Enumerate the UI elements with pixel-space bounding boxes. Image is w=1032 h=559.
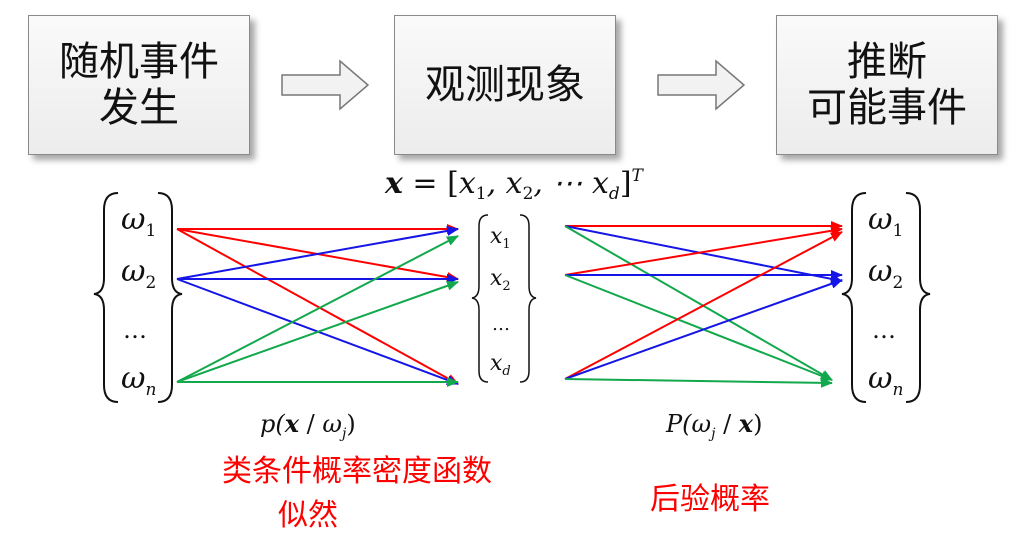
left-set-item: ωn <box>121 361 156 400</box>
middle-set-item: x1 <box>490 224 511 252</box>
middle-set: x1 x2 … xd <box>471 214 537 383</box>
right-set-item: ωn <box>868 361 903 400</box>
step-box-random-event-line1: 随机事件 <box>59 39 219 85</box>
left-set: ω1 ω2 … ωn <box>93 192 183 403</box>
middle-set-open-brace <box>471 214 489 383</box>
right-set-item: ω1 <box>868 202 903 241</box>
arrow-blue-w2-x1 <box>176 226 459 280</box>
left-set-item: ω1 <box>121 202 156 241</box>
arrow-green-x2-wn <box>564 274 833 381</box>
arrow-red-x2-w1 <box>564 225 843 276</box>
right-set-item: … <box>872 316 896 344</box>
middle-set-item: x2 <box>490 266 511 294</box>
step-box-infer: 推断 可能事件 <box>776 15 998 155</box>
posterior-formula: P(ωj / x) <box>665 409 762 442</box>
posterior-probability-label: 后验概率 <box>650 482 770 517</box>
right-set-open-brace <box>841 192 867 403</box>
step-box-observe: 观测现象 <box>394 15 616 155</box>
arrow-red-xd-w1 <box>564 231 843 380</box>
right-set: ω1 ω2 … ωn <box>841 192 931 403</box>
arrow-green-wn-x2 <box>176 280 459 383</box>
likelihood-formula: p(x / ωj) <box>260 409 356 442</box>
arrow-green-xd-wn <box>564 377 833 388</box>
step-box-infer-line1: 推断 <box>847 39 927 85</box>
left-set-close-brace <box>157 192 183 403</box>
vector-definition: x = [x1, x2, ⋯ xd]T <box>384 166 645 204</box>
step-box-infer-line2: 可能事件 <box>807 85 967 131</box>
vector-lhs: x <box>384 166 404 201</box>
left-set-item: … <box>123 316 147 344</box>
middle-set-item: … <box>492 314 510 335</box>
arrow-blue-xd-w2 <box>564 278 843 380</box>
left-mapping-arrows <box>176 224 459 387</box>
step-box-random-event: 随机事件 发生 <box>28 15 250 155</box>
left-set-open-brace <box>93 192 119 403</box>
right-set-item: ω2 <box>868 254 903 293</box>
flow-arrow-1-icon <box>281 59 370 111</box>
arrow-green-x1-wn <box>564 225 833 381</box>
likelihood-label: 似然 <box>278 498 338 533</box>
step-box-random-event-line2: 发生 <box>99 85 179 131</box>
arrow-green-wn-x1 <box>176 235 459 383</box>
middle-set-item: xd <box>490 351 511 379</box>
arrow-red-w1-xd <box>176 228 459 385</box>
step-box-observe-line1: 观测现象 <box>425 62 585 108</box>
right-set-close-brace <box>905 192 931 403</box>
flow-arrow-2-icon <box>657 59 746 111</box>
left-set-item: ω2 <box>121 254 156 293</box>
arrow-blue-x1-w2 <box>564 225 843 284</box>
class-conditional-density-label: 类条件概率密度函数 <box>222 454 492 489</box>
right-mapping-arrows <box>564 221 843 388</box>
middle-set-close-brace <box>519 214 537 383</box>
